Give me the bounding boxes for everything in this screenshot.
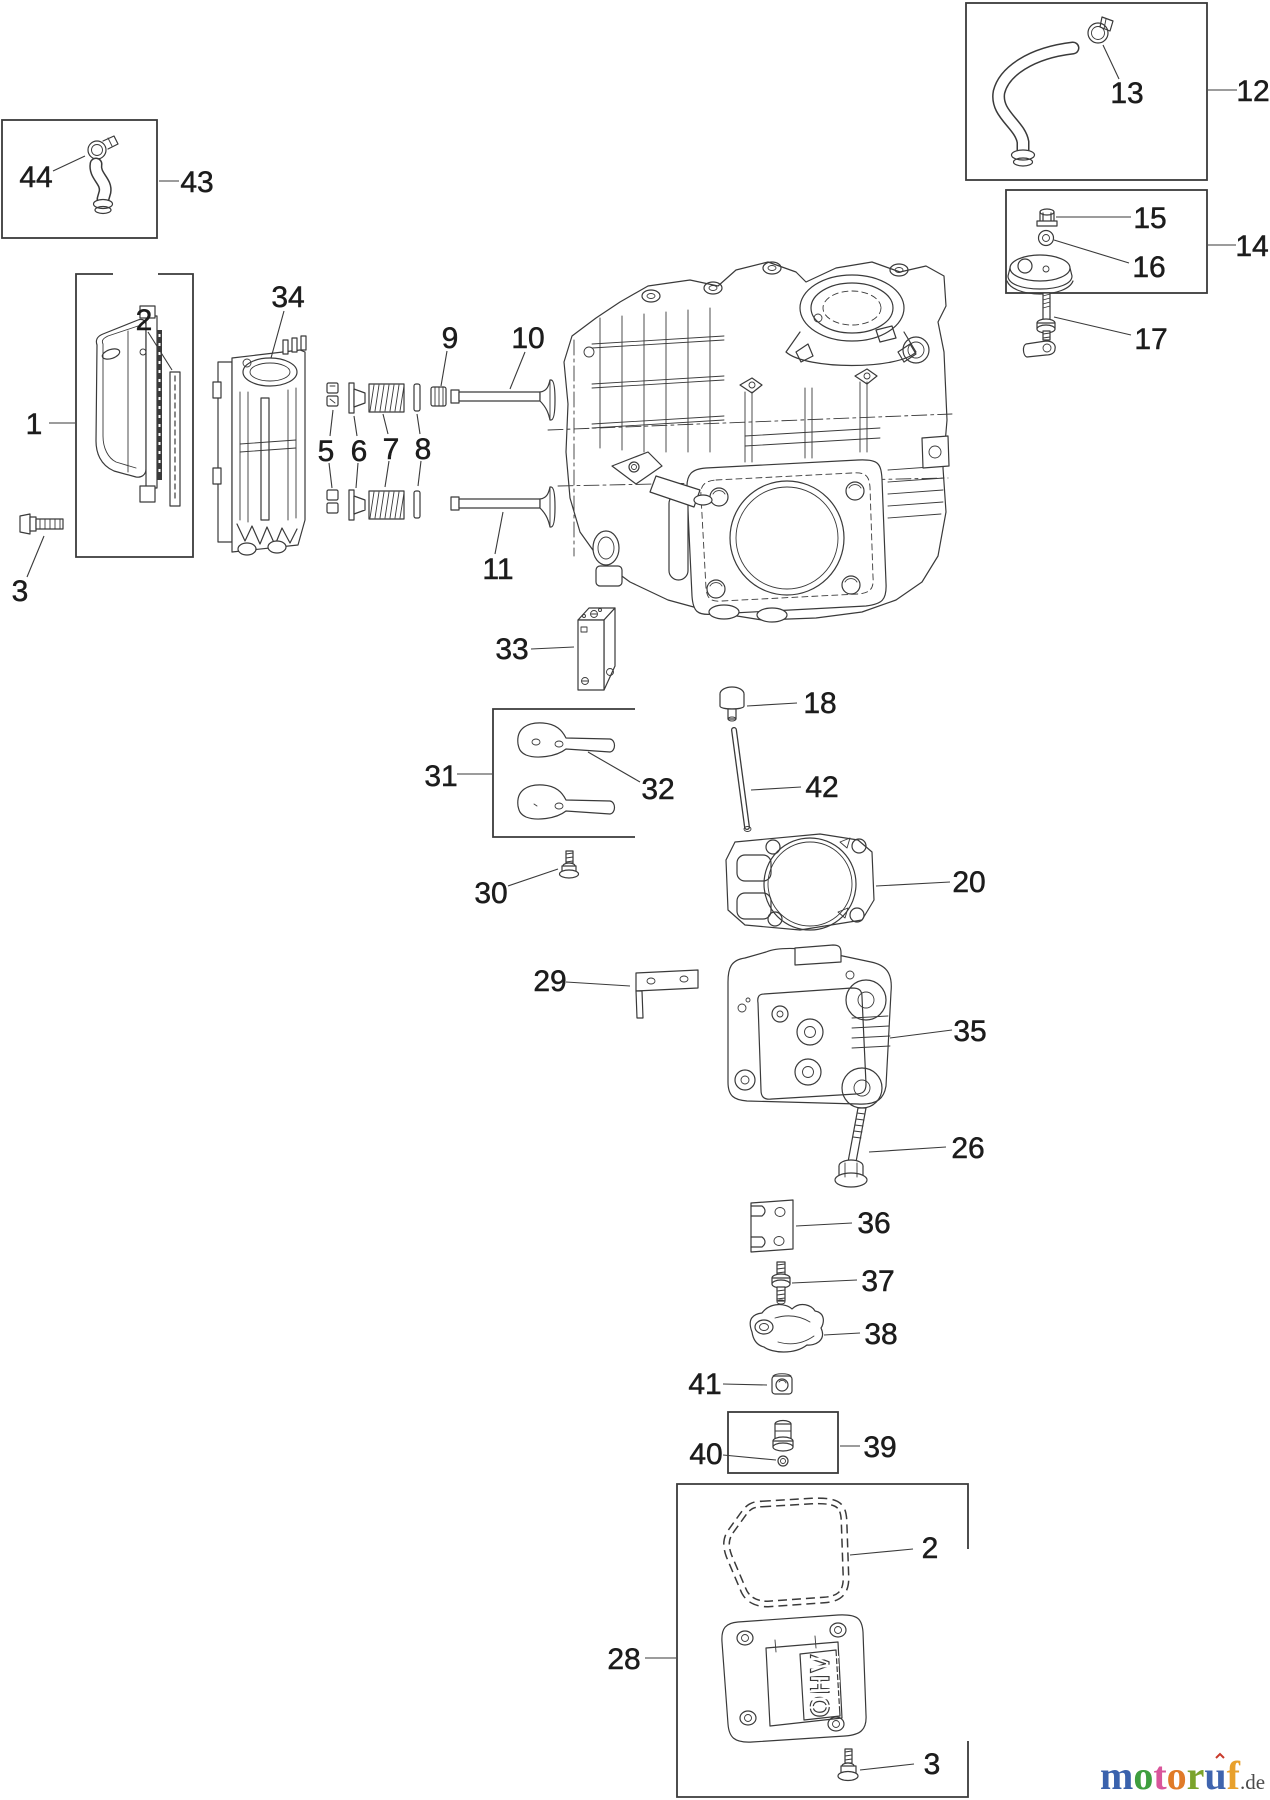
callout-18: 18 <box>803 687 836 720</box>
shoulder-screw-18: 18 <box>719 686 837 722</box>
box-breather-hose-43: 44 43 <box>1 119 214 239</box>
flange-nut-15 <box>1036 208 1058 227</box>
callout-13: 13 <box>1110 77 1143 110</box>
valve-cover-side-1 <box>95 305 162 503</box>
callout-2a: 2 <box>136 304 153 337</box>
motoruf-wordmark: motoruf.de <box>1100 1753 1265 1798</box>
callout-44: 44 <box>19 161 52 194</box>
callout-31: 31 <box>424 760 457 793</box>
retainer-38: 38 <box>749 1303 898 1353</box>
motoruf-logo: motoruf.de <box>1100 1752 1265 1798</box>
valve-train: 5 6 7 8 9 10 11 <box>317 322 556 586</box>
callout-28: 28 <box>607 1643 640 1676</box>
link-plate <box>1022 340 1056 358</box>
nut-40 <box>777 1455 789 1467</box>
logo-letter: f <box>1227 1753 1241 1798</box>
nut-41: 41 <box>688 1368 793 1401</box>
valve-cover-gasket-2 <box>723 1497 850 1608</box>
callout-40: 40 <box>689 1438 722 1471</box>
callout-35: 35 <box>953 1015 986 1048</box>
box-hose-12: 13 12 <box>965 2 1270 181</box>
logo-letter: m <box>1100 1753 1133 1798</box>
logo-accent-mark <box>1215 1752 1225 1759</box>
breather-block-33: 33 <box>495 607 616 691</box>
logo-suffix: .de <box>1240 1770 1265 1794</box>
plate-36: 36 <box>750 1199 891 1253</box>
screw-30: 30 <box>474 850 580 910</box>
valve-seal-9 <box>430 386 447 407</box>
box-valve-cover-28: 2 OHV 3 28 <box>607 1483 969 1798</box>
callout-11: 11 <box>482 553 513 586</box>
flange-bolt-3: 3 <box>11 513 64 608</box>
callout-5: 5 <box>318 435 335 468</box>
logo-letter: o <box>1167 1753 1187 1798</box>
box-fitting-39: 39 40 <box>689 1411 897 1474</box>
logo-letter: t <box>1153 1753 1167 1798</box>
breather-hose-43 <box>89 157 114 215</box>
callout-16: 16 <box>1132 251 1165 284</box>
callout-10: 10 <box>511 322 544 355</box>
callout-41: 41 <box>688 1368 721 1401</box>
oil-fitting <box>772 1419 794 1452</box>
stud-37: 37 <box>771 1261 895 1305</box>
callout-26: 26 <box>951 1132 984 1165</box>
cylinder-barrel-34: 34 <box>212 281 307 556</box>
crankcase-assembly <box>547 261 953 623</box>
callout-43: 43 <box>180 166 213 199</box>
callout-2b: 2 <box>922 1532 939 1565</box>
callout-38: 38 <box>864 1318 897 1351</box>
callout-7: 7 <box>383 433 400 466</box>
bracket-29: 29 <box>533 965 699 1019</box>
hose-clamp-13 <box>1087 16 1114 44</box>
callout-33: 33 <box>495 633 528 666</box>
logo-letter: r <box>1187 1753 1205 1798</box>
callout-17: 17 <box>1134 323 1167 356</box>
callout-42: 42 <box>805 771 838 804</box>
callout-34: 34 <box>271 281 304 314</box>
breather-cap <box>1006 254 1074 295</box>
callout-3b: 3 <box>924 1748 941 1781</box>
callout-30: 30 <box>474 877 507 910</box>
box-cover-1: 2 1 <box>25 273 194 558</box>
intake-valve-10 <box>450 379 556 421</box>
callout-36: 36 <box>857 1207 890 1240</box>
push-rod-42: 42 <box>731 727 839 832</box>
washer-16 <box>1037 229 1055 247</box>
callout-20: 20 <box>952 866 985 899</box>
rocker-arm-32b <box>517 784 616 820</box>
logo-letter: o <box>1133 1753 1153 1798</box>
valve-cover-ohv: OHV <box>721 1614 867 1743</box>
callout-12: 12 <box>1236 75 1269 108</box>
callout-9: 9 <box>442 322 459 355</box>
cover-screw-3 <box>837 1748 859 1782</box>
callout-6: 6 <box>351 435 368 468</box>
cover-gasket-strip-2 <box>169 371 181 507</box>
stud-17: 17 <box>1022 292 1168 358</box>
box-breather-cap-14: 15 16 14 <box>1005 189 1269 295</box>
head-bolt-26: 26 <box>834 1107 985 1188</box>
callout-8: 8 <box>415 433 432 466</box>
callout-15: 15 <box>1133 202 1166 235</box>
callout-1: 1 <box>26 408 43 441</box>
logo-letter: u <box>1204 1753 1226 1798</box>
callout-37: 37 <box>861 1265 894 1298</box>
callout-32: 32 <box>641 773 674 806</box>
head-gasket-20: 20 <box>725 833 986 931</box>
callout-39: 39 <box>863 1431 896 1464</box>
callout-29: 29 <box>533 965 566 998</box>
rocker-arm-32a <box>517 722 616 758</box>
hose-clamp-44 <box>87 135 119 160</box>
hose-12 <box>992 41 1080 167</box>
callout-14: 14 <box>1235 230 1268 263</box>
cylinder-head-35: 35 <box>727 944 987 1109</box>
box-rocker-arms-31: 31 32 <box>424 708 675 838</box>
exhaust-valve-11 <box>450 486 556 528</box>
callout-3a: 3 <box>12 575 29 608</box>
